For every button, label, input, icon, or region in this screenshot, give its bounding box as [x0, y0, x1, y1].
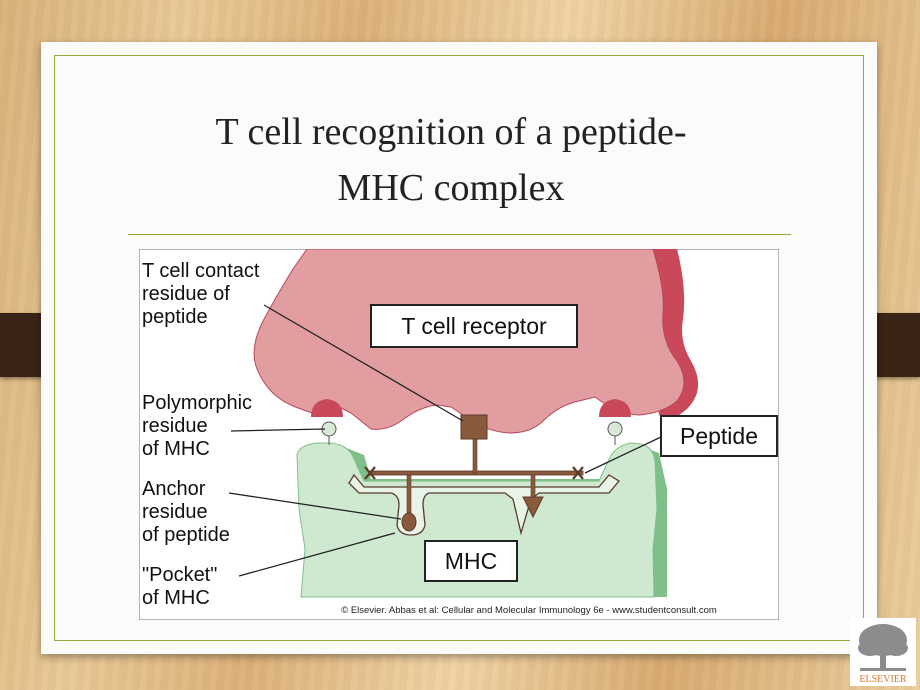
label-anchor-2: residue [142, 501, 208, 523]
label-polymorphic-3: of MHC [142, 438, 210, 460]
label-tcell-contact-1: T cell contact [142, 260, 260, 282]
elsevier-tree-icon [858, 624, 908, 671]
label-anchor-1: Anchor [142, 478, 206, 500]
title-divider [128, 234, 791, 235]
label-pocket-2: of MHC [142, 587, 210, 609]
tcr-left-bump [311, 399, 343, 417]
label-pocket-1: "Pocket" [142, 564, 217, 586]
tcr-label-box [370, 304, 578, 348]
label-anchor-3: of peptide [142, 524, 230, 546]
elsevier-logo-text: ELSEVIER [859, 674, 907, 685]
slide-title: T cell recognition of a peptide- MHC com… [131, 104, 771, 216]
title-line-2: MHC complex [337, 167, 565, 209]
tcr-right-bump [599, 399, 631, 417]
slide-frame [54, 55, 864, 641]
label-polymorphic-2: residue [142, 415, 208, 437]
slide-card: T cell recognition of a peptide- MHC com… [41, 42, 877, 654]
mhc-molecule [296, 442, 658, 598]
mhc-label-box [424, 540, 518, 582]
elsevier-logo: ELSEVIER [850, 618, 916, 686]
label-tcell-contact-3: peptide [142, 306, 208, 328]
tcr-label-text: T cell receptor [401, 313, 547, 339]
mhc-groove [348, 473, 620, 536]
peptide [364, 414, 584, 532]
label-polymorphic-1: Polymorphic [142, 392, 252, 414]
label-tcell-contact-2: residue of [142, 283, 230, 305]
mhc-label-text: MHC [445, 548, 497, 574]
polymorphic-residue-right [607, 421, 623, 437]
title-line-1: T cell recognition of a peptide- [215, 111, 687, 153]
peptide-label-box [660, 415, 778, 457]
leader-lines [228, 304, 662, 577]
tcr-mhc-diagram: T cell contact residue of peptide Polymo… [139, 249, 779, 620]
copyright-text: © Elsevier. Abbas et al: Cellular and Mo… [341, 605, 717, 616]
peptide-label-text: Peptide [680, 423, 758, 449]
